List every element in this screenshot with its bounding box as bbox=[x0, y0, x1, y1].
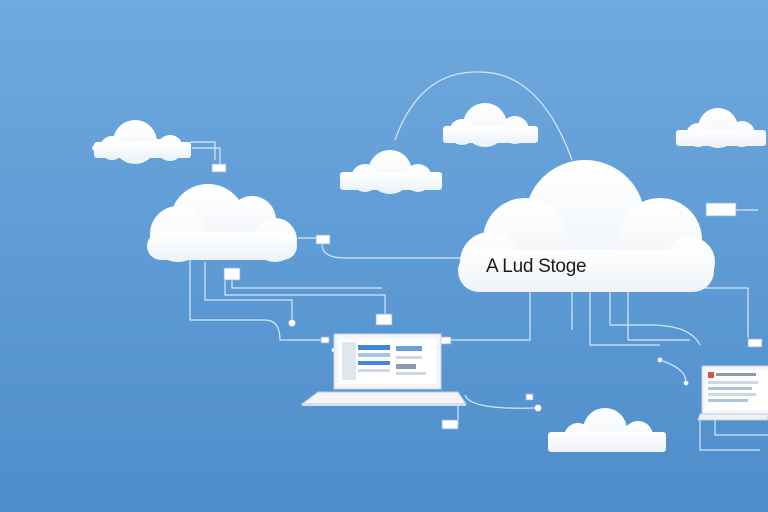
cloud-mid-left bbox=[147, 184, 297, 262]
cloud-top-center bbox=[443, 103, 538, 147]
laptop-center bbox=[300, 333, 467, 406]
cloud-top-left bbox=[92, 120, 191, 164]
cloud-bottom bbox=[548, 408, 666, 452]
network-cables bbox=[189, 71, 768, 451]
main-cloud-label: A Lud Stoge bbox=[486, 256, 587, 277]
cloud-top-right bbox=[676, 108, 766, 148]
cloud-main bbox=[458, 160, 715, 292]
laptop-right bbox=[697, 365, 768, 421]
cloud-small-center bbox=[340, 150, 442, 194]
cable-connectors bbox=[211, 163, 763, 430]
